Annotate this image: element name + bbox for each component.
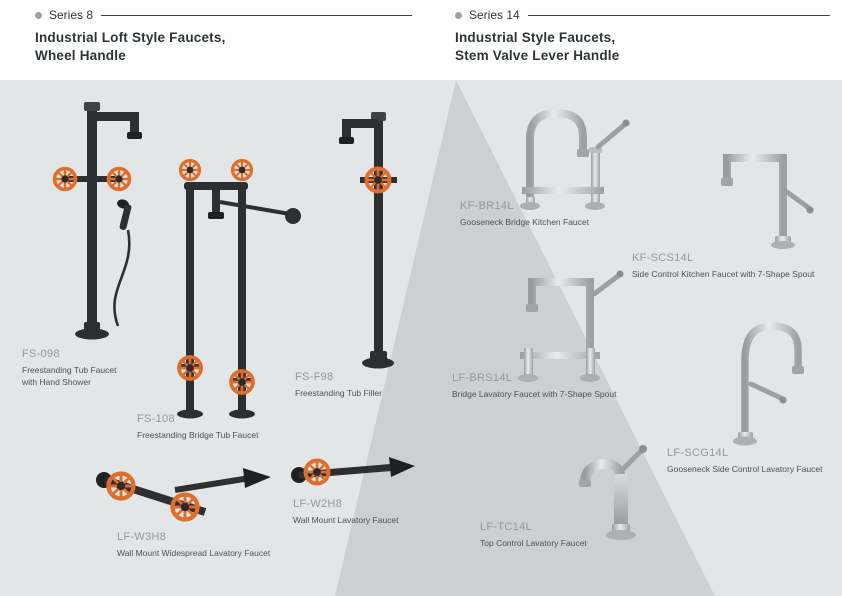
series-bullet-icon (455, 11, 462, 19)
wheel-handle-icon (364, 166, 392, 194)
series8-header-row: Series 8 (35, 8, 412, 22)
product-code: FS-F98 (295, 371, 334, 383)
wheel-handle-icon (109, 474, 134, 499)
product-desc: Top Control Lavatory Faucet (480, 538, 587, 548)
product-desc: Freestanding Tub Faucet (22, 365, 117, 375)
faucet-illustration-lftc14l (579, 445, 647, 540)
faucet-illustration-fsf98 (339, 112, 397, 369)
series14-header: Series 14 Industrial Style Faucets, Stem… (455, 8, 830, 65)
series8-title: Industrial Loft Style Faucets, Wheel Han… (35, 29, 412, 65)
product-desc: Side Control Kitchen Faucet with 7-Shape… (632, 269, 815, 279)
product-code: FS-098 (22, 348, 60, 360)
faucet-illustration-fs098 (52, 102, 142, 340)
series14-title-line1: Industrial Style Faucets, (455, 30, 616, 45)
wheel-handle-icon (230, 158, 254, 182)
wheel-handle-icon (229, 369, 255, 395)
series14-title: Industrial Style Faucets, Stem Valve Lev… (455, 29, 830, 65)
faucet-illustration-kfbr14l (520, 108, 630, 210)
series14-header-row: Series 14 (455, 8, 830, 22)
wheel-handle-icon (173, 495, 198, 520)
faucet-illustration-kfscs14l (721, 154, 814, 249)
product-label-lftc14l: LF-TC14L Top Control Lavatory Faucet (480, 521, 587, 549)
product-label-lfscg14l: LF-SCG14L Gooseneck Side Control Lavator… (667, 447, 822, 475)
wheel-handle-icon (106, 166, 132, 192)
product-code: KF-SCS14L (632, 252, 694, 264)
faucet-illustration-lfscg14l (733, 322, 804, 446)
product-label-kfbr14l: KF-BR14L Gooseneck Bridge Kitchen Faucet (460, 200, 589, 228)
series14-label: Series 14 (469, 8, 520, 22)
wheel-handle-icon (303, 458, 331, 486)
product-code: FS-108 (137, 413, 175, 425)
wheel-handle-icon (52, 166, 78, 192)
product-code: LF-BRS14L (452, 372, 513, 384)
series8-title-line2: Wheel Handle (35, 47, 126, 63)
product-label-lfw3h8: LF-W3H8 Wall Mount Widespread Lavatory F… (117, 531, 270, 559)
product-desc: Gooseneck Side Control Lavatory Faucet (667, 464, 823, 474)
product-desc: Wall Mount Lavatory Faucet (293, 515, 399, 525)
product-desc: Bridge Lavatory Faucet with 7-Shape Spou… (452, 389, 617, 399)
faucet-illustration-lfw3h8 (96, 468, 271, 530)
product-desc: with Hand Shower (22, 377, 91, 388)
product-code: LF-W3H8 (117, 531, 167, 543)
product-label-fs098: FS-098 Freestanding Tub Faucet with Hand… (22, 348, 117, 389)
product-desc: Freestanding Bridge Tub Faucet (137, 430, 259, 440)
product-label-kfscs14l: KF-SCS14L Side Control Kitchen Faucet wi… (632, 252, 814, 280)
wheel-handle-icon (177, 355, 203, 381)
product-label-lfbrs14l: LF-BRS14L Bridge Lavatory Faucet with 7-… (452, 372, 616, 400)
product-desc: Gooseneck Bridge Kitchen Faucet (460, 217, 589, 227)
product-code: LF-SCG14L (667, 447, 729, 459)
product-desc: Wall Mount Widespread Lavatory Faucet (117, 548, 271, 558)
faucet-illustration-fs108 (177, 158, 301, 419)
faucet-illustration-lfw2h8 (291, 457, 415, 486)
header-rule (101, 14, 412, 16)
product-code: KF-BR14L (460, 200, 514, 212)
faucet-illustration-lfbrs14l (518, 270, 624, 382)
wheel-handle-icon (178, 158, 202, 182)
product-code: LF-W2H8 (293, 498, 343, 510)
series-bullet-icon (35, 11, 42, 19)
product-label-fs108: FS-108 Freestanding Bridge Tub Faucet (137, 413, 258, 441)
product-code: LF-TC14L (480, 521, 532, 533)
series8-title-line1: Industrial Loft Style Faucets, (35, 30, 226, 45)
series14-title-line2: Stem Valve Lever Handle (455, 47, 620, 63)
product-label-fsf98: FS-F98 Freestanding Tub Filler (295, 371, 382, 399)
product-desc: Freestanding Tub Filler (295, 388, 382, 398)
header-rule (527, 14, 830, 16)
series8-header: Series 8 Industrial Loft Style Faucets, … (35, 8, 412, 65)
series8-label: Series 8 (49, 8, 94, 22)
product-label-lfw2h8: LF-W2H8 Wall Mount Lavatory Faucet (293, 498, 399, 526)
